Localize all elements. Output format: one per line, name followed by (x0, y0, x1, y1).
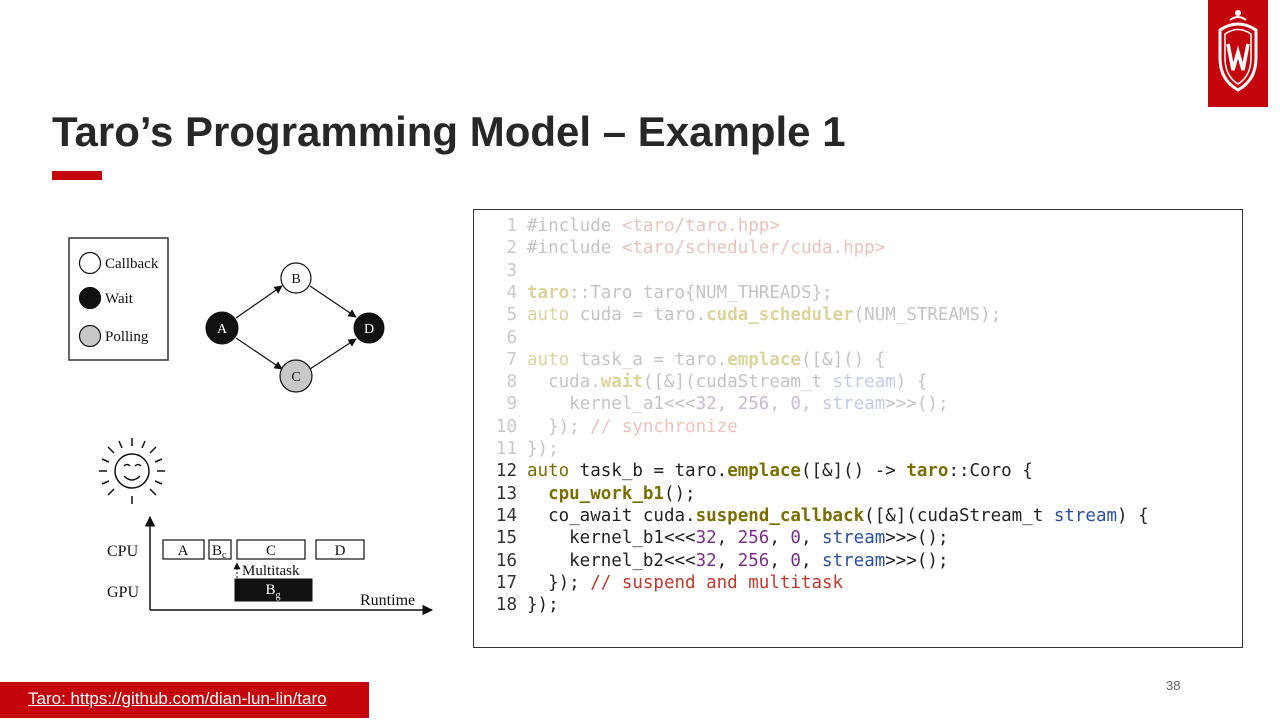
svg-text:Bg: Bg (265, 582, 280, 601)
code-line: 13 cpu_work_b1(); (474, 483, 696, 505)
edge-c-d (309, 338, 357, 370)
code-text: co_await cuda.suspend_callback([&](cudaS… (527, 505, 1149, 526)
code-text: }); (527, 439, 559, 459)
code-line: 8 cuda.wait([&](cudaStream_t stream) { (474, 371, 927, 393)
line-number: 17 (495, 572, 517, 593)
code-line: 6 (474, 327, 527, 349)
legend: Callback Wait Polling (68, 237, 169, 361)
polling-circle-icon (78, 324, 102, 348)
line-number: 10 (495, 416, 517, 437)
legend-item-polling: Polling (78, 324, 149, 348)
code-text: }); (527, 595, 559, 616)
code-text: cuda.wait([&](cudaStream_t stream) { (527, 372, 928, 393)
svg-text:C: C (266, 543, 276, 559)
slide-title: Taro’s Programming Model – Example 1 (52, 108, 846, 155)
node-label: D (364, 322, 374, 337)
code-text: }); // synchronize (527, 416, 738, 437)
code-line: 16 kernel_b2<<<32, 256, 0, stream>>>(); (474, 550, 949, 572)
node-d: D (353, 312, 385, 344)
svg-text:A: A (178, 543, 189, 559)
legend-item-wait: Wait (78, 286, 134, 310)
svg-text:Bc: Bc (212, 543, 227, 561)
code-listing: 1 #include <taro/taro.hpp> 2 #include <taro… (473, 209, 1243, 648)
gpu-task-b: Bg (234, 578, 313, 602)
line-number: 13 (495, 483, 517, 504)
gpu-label: GPU (107, 584, 139, 601)
line-number: 18 (495, 595, 517, 616)
line-number: 2 (506, 238, 517, 259)
node-label: A (217, 322, 228, 337)
edge-a-b (235, 285, 283, 319)
university-logo (1208, 0, 1268, 107)
code-line: 10 }); // synchronize (474, 416, 738, 438)
code-text: auto cuda = taro.cuda_scheduler(NUM_STRE… (527, 305, 1002, 326)
line-number: 9 (506, 394, 517, 415)
crest-icon (1218, 10, 1258, 92)
code-text: kernel_a1<<<32, 256, 0, stream>>>(); (527, 394, 949, 415)
runtime-label: Runtime (360, 592, 415, 609)
code-line: 3 (474, 260, 527, 282)
code-line: 18}); (474, 594, 559, 616)
line-number: 4 (506, 282, 517, 303)
line-number: 8 (506, 372, 517, 393)
legend-label: Wait (105, 291, 134, 307)
code-line: 11}); (474, 438, 559, 460)
github-link[interactable]: Taro: https://github.com/dian-lun-lin/ta… (0, 682, 369, 718)
code-line: 17 }); // suspend and multitask (474, 572, 843, 594)
node-label: C (291, 370, 300, 385)
cpu-task-a: A (162, 539, 205, 560)
timeline: CPU GPU Runtime A Bc C D Multitask Bg (107, 515, 434, 616)
node-c: C (279, 359, 313, 393)
code-line: 7 auto task_a = taro.emplace([&]() { (474, 349, 885, 371)
line-number: 3 (506, 260, 517, 281)
code-text: }); // suspend and multitask (527, 572, 844, 593)
title-underline (52, 171, 102, 180)
code-line: 1 #include <taro/taro.hpp> (474, 215, 780, 237)
diagram-area: Callback Wait Polling A B C D (68, 237, 434, 616)
happy-sun-icon (99, 438, 165, 504)
code-text: cpu_work_b1(); (548, 483, 696, 504)
page-number: 38 (1166, 678, 1181, 693)
code-text: kernel_b2<<<32, 256, 0, stream>>>(); (527, 550, 949, 571)
code-line: 2 #include <taro/scheduler/cuda.hpp> (474, 237, 885, 259)
multitask-label: Multitask (242, 563, 300, 579)
code-line: 14 co_await cuda.suspend_callback([&](cu… (474, 505, 1149, 527)
node-label: B (291, 272, 300, 287)
legend-label: Callback (105, 256, 159, 272)
edge-b-d (309, 285, 357, 318)
code-text: #include <taro/scheduler/cuda.hpp> (527, 238, 886, 259)
legend-label: Polling (105, 329, 149, 345)
line-number: 1 (506, 216, 517, 236)
code-text: auto task_b = taro.emplace([&]() -> taro… (527, 461, 1033, 482)
code-text: #include <taro/taro.hpp> (527, 216, 780, 236)
code-line: 4 taro::Taro taro{NUM_THREADS}; (474, 282, 833, 304)
legend-item-callback: Callback (78, 251, 159, 275)
node-b: B (280, 262, 312, 294)
callback-circle-icon (78, 251, 102, 275)
line-number: 11 (495, 439, 517, 459)
line-number: 6 (506, 327, 517, 348)
code-line: 9 kernel_a1<<<32, 256, 0, stream>>>(); (474, 393, 948, 415)
svg-text:D: D (335, 543, 346, 559)
code-text: taro::Taro taro{NUM_THREADS}; (527, 282, 833, 303)
cpu-task-d: D (315, 539, 365, 560)
cpu-task-c: C (236, 539, 306, 560)
line-number: 12 (495, 461, 517, 482)
code-line: 5 auto cuda = taro.cuda_scheduler(NUM_STR… (474, 304, 1001, 326)
code-line: 12 auto task_b = taro.emplace([&]() -> ta… (474, 460, 1033, 482)
line-number: 14 (495, 505, 517, 526)
line-number: 16 (495, 550, 517, 571)
line-number: 5 (506, 305, 517, 326)
node-a: A (205, 311, 239, 345)
code-line: 15 kernel_b1<<<32, 256, 0, stream>>>(); (474, 527, 949, 549)
line-number: 15 (495, 528, 517, 549)
cpu-label: CPU (107, 543, 139, 560)
code-text: kernel_b1<<<32, 256, 0, stream>>>(); (527, 528, 949, 549)
line-number: 7 (506, 349, 517, 370)
cpu-task-b: Bc (208, 539, 232, 561)
wait-circle-icon (78, 286, 102, 310)
task-graph: A B C D (205, 262, 385, 393)
edge-a-c (235, 337, 283, 370)
code-text: auto task_a = taro.emplace([&]() { (527, 349, 886, 370)
